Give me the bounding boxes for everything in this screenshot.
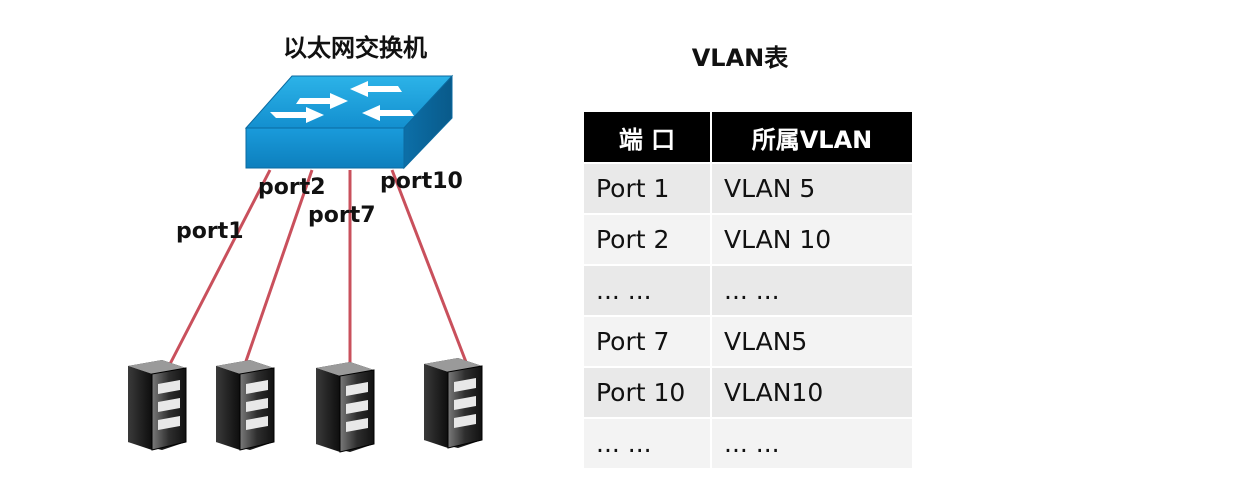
ethernet-switch-icon: [244, 74, 454, 170]
cell-vlan: VLAN 5: [712, 162, 912, 213]
port7-label: port7: [308, 203, 376, 228]
table-row: Port 2 VLAN 10: [584, 213, 912, 264]
header-vlan: 所属VLAN: [712, 112, 912, 162]
cable-port10: [390, 169, 468, 363]
server-icon-4: [423, 357, 483, 449]
server-icon-2: [215, 359, 275, 451]
table-row: Port 10 VLAN10: [584, 366, 912, 417]
vlan-table: 端 口 所属VLAN Port 1 VLAN 5 Port 2 VLAN 10 …: [584, 112, 912, 468]
port10-label: port10: [380, 169, 463, 194]
cable-port1: [168, 169, 272, 365]
vlan-table-header-row: 端 口 所属VLAN: [584, 112, 912, 162]
server-icon-1: [127, 359, 187, 451]
cell-vlan: ... ...: [712, 417, 912, 468]
cell-port: ... ...: [584, 417, 712, 468]
cell-vlan: VLAN5: [712, 315, 912, 366]
vlan-table-title: VLAN表: [691, 44, 789, 72]
server-icon-3: [315, 361, 375, 453]
table-row: Port 7 VLAN5: [584, 315, 912, 366]
cell-port: ... ...: [584, 264, 712, 315]
cell-vlan: VLAN10: [712, 366, 912, 417]
port1-label: port1: [176, 219, 244, 244]
table-row: ... ... ... ...: [584, 264, 912, 315]
cell-port: Port 10: [584, 366, 712, 417]
cell-vlan: VLAN 10: [712, 213, 912, 264]
cell-vlan: ... ...: [712, 264, 912, 315]
header-port: 端 口: [584, 112, 712, 162]
switch-title: 以太网交换机: [283, 34, 427, 62]
table-row: ... ... ... ...: [584, 417, 912, 468]
port2-label: port2: [258, 175, 326, 200]
cell-port: Port 1: [584, 162, 712, 213]
cell-port: Port 2: [584, 213, 712, 264]
cable-port2: [243, 169, 314, 365]
cell-port: Port 7: [584, 315, 712, 366]
table-row: Port 1 VLAN 5: [584, 162, 912, 213]
